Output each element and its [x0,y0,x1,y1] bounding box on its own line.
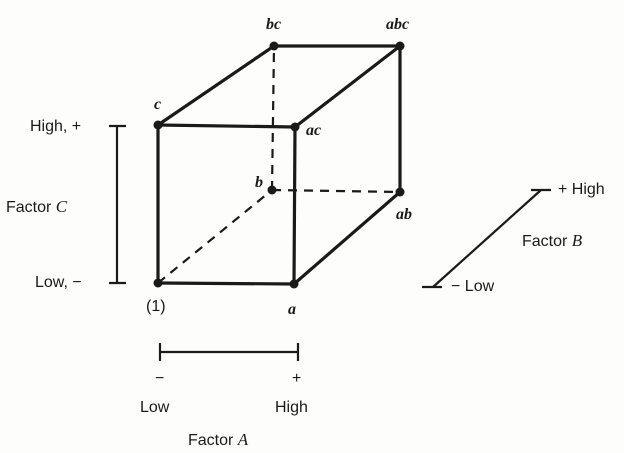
factor-b-name: Factor [522,233,568,250]
edge-a-ab [292,190,402,286]
vertex-b [267,185,277,195]
vertex-label-bc: bc [266,16,282,33]
edge-c-ac [156,123,297,129]
factor-b-axis [432,189,542,288]
vertex-ab [395,187,405,197]
vertex-label-c: c [154,96,162,113]
factor-b-high-label: + High [558,181,605,198]
vertex-label-b: b [255,174,263,191]
edge-b-ab [271,188,401,194]
edge-origin-a [156,281,296,286]
factor-a-low-label: Low [140,399,170,416]
vertex-c [153,120,163,130]
vertex-label-ab: ab [396,206,412,223]
vertex-label-a: a [288,301,296,318]
factor-a-high-sign: + [292,370,302,387]
edge-origin-b [157,189,273,284]
factor-b-low-label: − Low [451,278,495,295]
vertex-label-ac: ac [306,122,322,139]
factor-a-low-sign: − [155,370,165,387]
factor-b-title: Factor B [522,232,582,251]
factor-c-letter: C [55,197,68,216]
factor-a-high-label: High [275,399,308,416]
factor-a-letter: A [237,430,249,449]
edge-c-bc [156,44,276,127]
factor-a-name: Factor [188,432,234,449]
factor-b-letter: B [571,231,583,250]
factor-c-low-label: Low, − [35,274,82,291]
factor-c-high-label: High, + [30,118,82,135]
vertex-label-origin: (1) [146,298,166,315]
edge-a-ac [292,125,297,286]
vertex-origin [153,278,163,288]
vertex-bc [269,41,279,51]
vertex-label-abc: abc [386,16,410,33]
factor-a-title: Factor A [188,431,248,450]
factor-c-title: Factor C [6,198,67,217]
vertex-abc [395,41,405,51]
vertex-a [289,279,299,289]
factor-c-name: Factor [6,199,52,216]
vertex-ac [290,122,300,132]
edge-b-bc [270,45,276,191]
edge-ac-abc [293,44,402,129]
